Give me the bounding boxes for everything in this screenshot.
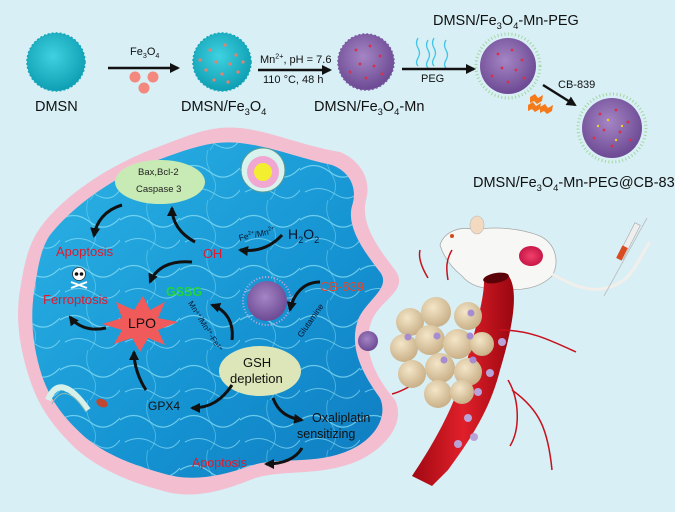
- membrane-nanoparticle: [358, 331, 378, 351]
- text-part: DMSN/Fe: [314, 99, 378, 115]
- reagent-sub-4: 4: [155, 52, 160, 61]
- subscript: 3: [244, 105, 250, 117]
- radical-dot: ·: [200, 244, 203, 255]
- subscript: 3: [496, 19, 502, 31]
- arrow-gsh-to-oxaliplatin: [271, 397, 304, 424]
- mouse-tail: [551, 241, 652, 291]
- label-final-nanoparticle: DMSN/Fe3O4-Mn-PEG@CB-839: [473, 175, 675, 193]
- reagent-fe3o4-label: Fe3O4: [130, 46, 160, 61]
- label-ferroptosis: Ferroptosis: [43, 292, 109, 307]
- text-part: DMSN/Fe: [433, 13, 497, 29]
- subscript: 2: [298, 234, 304, 245]
- arrow-oh-to-lpo: [148, 260, 193, 284]
- arrow-cb839-loading: [542, 83, 577, 107]
- label-dmsn-fe3o4-mn: DMSN/Fe3O4-Mn: [314, 99, 425, 117]
- text-part: O: [249, 99, 262, 115]
- reagent-cb839-label: CB-839: [558, 79, 596, 91]
- pathway-arrows: [68, 203, 321, 469]
- text-part: O: [501, 13, 514, 29]
- text-part: -Mn: [399, 99, 425, 115]
- arrow-gsh-to-gssg: [210, 302, 234, 341]
- mitochondrion-icon: [96, 398, 108, 408]
- reaction-conditions-line2: 110 °C, 48 h: [263, 74, 324, 86]
- intracellular-nanoparticle: [242, 276, 292, 326]
- text-part: OH: [202, 246, 223, 261]
- dmsn-particle: [26, 32, 86, 92]
- skull-icon: [70, 267, 88, 289]
- peg-chains-icon: [415, 37, 449, 69]
- reagent-fe-text: Fe: [130, 46, 143, 58]
- subscript: 4: [553, 181, 559, 193]
- subscript: 4: [394, 105, 400, 117]
- label-lpo: LPO: [128, 315, 157, 331]
- arrow-h2o2-to-oh: [238, 233, 284, 257]
- label-cb839-in-cell: CB-839: [320, 279, 365, 294]
- nucleus-icon: [240, 147, 286, 193]
- text-part: O: [382, 99, 395, 115]
- lpo-star-icon: [102, 296, 178, 352]
- cb839-drug-molecules-icon: [528, 94, 553, 114]
- label-h2o2: H2O2: [288, 226, 319, 244]
- arrow-oxaliplatin-to-apoptosis: [264, 447, 304, 469]
- syringe-icon: [603, 217, 648, 297]
- mouse-model-icon: [439, 215, 652, 291]
- golgi-apparatus-icon: [45, 384, 91, 413]
- text-part: DMSN/Fe: [181, 99, 245, 115]
- label-bax-bcl2: Bax,Bcl-2: [138, 167, 179, 178]
- label-gsh: GSH: [243, 355, 272, 370]
- label-oxaliplatin: Oxaliplatin: [312, 411, 371, 425]
- label-apoptosis-top: Apoptosis: [56, 244, 114, 259]
- arrow-glutamine-to-gsh: [286, 280, 321, 312]
- text-part: -Mn-PEG@CB-839: [558, 175, 675, 191]
- label-sensitizing: sensitizing: [297, 427, 356, 441]
- label-apoptosis-bottom: Apoptosis: [192, 456, 247, 470]
- text-part: DMSN/Fe: [473, 175, 537, 191]
- subscript: 3: [377, 105, 383, 117]
- arrow-oh-to-protein: [167, 206, 196, 244]
- text-part: H: [288, 226, 299, 242]
- reagent-o-text: O: [146, 46, 156, 58]
- superscript: 2+: [267, 225, 275, 233]
- text-part: Mn: [260, 54, 276, 66]
- label-caspase3: Caspase 3: [136, 184, 182, 195]
- subscript: 3: [536, 181, 542, 193]
- label-dmsn-fe3o4: DMSN/Fe3O4: [181, 99, 267, 117]
- tumor-cluster: [390, 297, 494, 408]
- label-hydroxyl-radical: ·OH: [200, 244, 223, 261]
- subscript: 2: [314, 234, 320, 245]
- label-depletion: depletion: [230, 371, 283, 386]
- dmsn-fe3o4-mn-peg-particle: [474, 32, 542, 100]
- subscript: 4: [261, 105, 267, 117]
- dmsn-fe3o4-mn-particle: [337, 33, 395, 91]
- text-part: -Mn-PEG: [518, 13, 579, 29]
- protein-ellipse: [115, 160, 205, 204]
- gsh-ellipse: [219, 346, 301, 396]
- reagent-sub-3: 3: [142, 52, 147, 61]
- text-part: O: [303, 226, 315, 242]
- label-gssg: GSSG: [166, 285, 203, 299]
- tumor-site-marker: [519, 246, 543, 266]
- reagent-peg-label: PEG: [421, 73, 445, 85]
- reaction-conditions-line1: Mn2+, pH = 7.6: [260, 52, 332, 66]
- cancer-cell: [18, 127, 400, 495]
- arrow-gsh-to-gpx4: [190, 384, 234, 413]
- arrow-protein-to-apoptosis: [90, 203, 123, 238]
- text-part: O: [541, 175, 554, 191]
- arrow-gpx4-to-lpo: [129, 350, 148, 391]
- superscript: 2+: [275, 52, 284, 61]
- label-dmsn: DMSN: [35, 99, 78, 115]
- label-dmsn-fe3o4-mn-peg: DMSN/Fe3O4-Mn-PEG: [433, 13, 579, 31]
- fe3o4-nanoparticles-icon: [129, 71, 159, 94]
- label-gpx4: GPX4: [148, 399, 181, 413]
- text-part: , pH = 7.6: [283, 54, 332, 66]
- dmsn-fe3o4-mn-peg-cb839-particle: [576, 92, 648, 164]
- arrow-lpo-to-ferroptosis: [68, 315, 107, 331]
- subscript: 4: [513, 19, 519, 31]
- dmsn-fe3o4-particle: [192, 32, 252, 92]
